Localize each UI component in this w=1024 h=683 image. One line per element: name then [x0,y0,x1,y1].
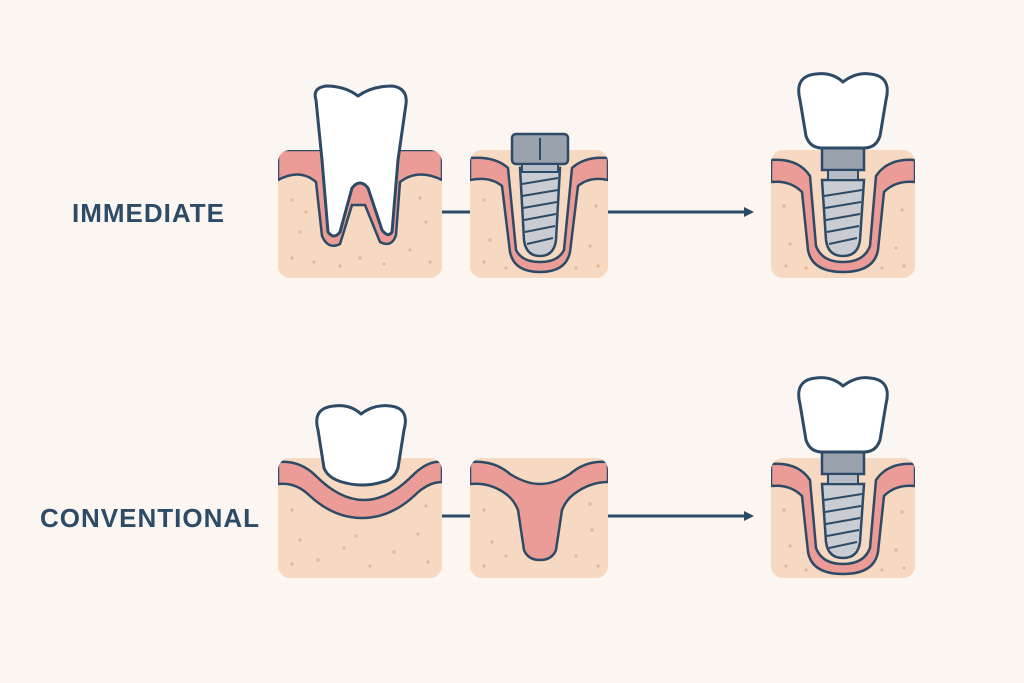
conventional-step-2-healed [470,458,608,578]
conventional-step-3-crown [771,376,915,578]
immediate-step-1-tooth [278,84,442,278]
row-label-immediate: IMMEDIATE [72,198,225,228]
conventional-step-1-tooth [278,404,442,578]
immediate-step-2-implant [470,132,608,278]
immediate-step-3-crown [771,72,915,278]
row-label-conventional: CONVENTIONAL [40,503,260,533]
